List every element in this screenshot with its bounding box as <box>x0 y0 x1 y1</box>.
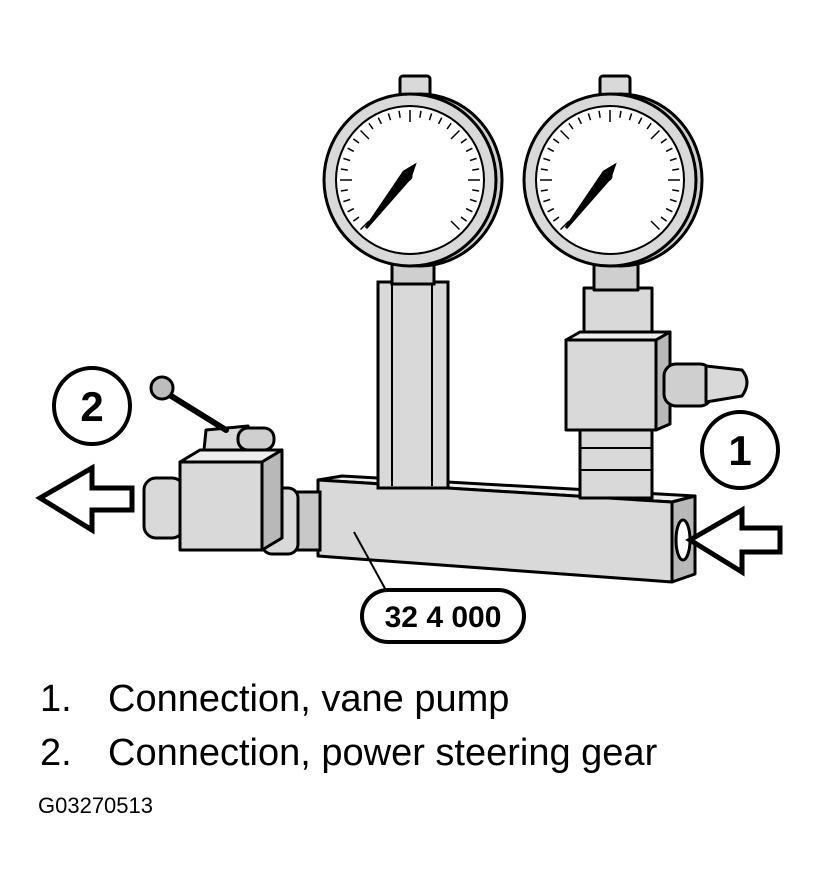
gauge-tick <box>359 220 370 231</box>
gauge-tick <box>559 129 570 140</box>
gauge-tick <box>343 157 351 162</box>
gauge-tick <box>628 113 633 121</box>
gauge-tick <box>552 138 560 144</box>
gauge-tick <box>469 198 477 203</box>
callout-2: 2 <box>52 366 132 446</box>
gauge-tick <box>552 216 560 222</box>
gauge-tick <box>450 220 461 231</box>
tool-number-label: 32 4 000 <box>385 601 502 634</box>
gauge-tick <box>540 189 548 192</box>
gauge-tick <box>543 157 551 162</box>
gauge-tick <box>665 147 673 153</box>
gauge-tick <box>469 157 477 162</box>
gauge-tick <box>340 189 348 192</box>
shutoff-valve <box>142 375 284 552</box>
legend-item: 1. Connection, vane pump <box>40 672 657 726</box>
inlet-arrow <box>685 505 783 577</box>
gauge-tick <box>577 117 583 125</box>
gauge-tick <box>540 168 548 171</box>
gauge-tick <box>450 129 461 140</box>
gauge-tick <box>472 168 480 171</box>
gauge-tick <box>465 147 473 153</box>
gauge-tick <box>650 220 661 231</box>
gauge-tick <box>660 138 668 144</box>
gauge-tick <box>368 122 374 130</box>
gauge-tick <box>598 110 601 118</box>
gauge-tick <box>352 138 360 144</box>
gauge-tick <box>377 117 383 125</box>
gauge-tick <box>472 189 480 192</box>
gauge-tick <box>669 157 677 162</box>
gauge-tick <box>650 129 661 140</box>
legend: 1. Connection, vane pump 2. Connection, … <box>40 672 657 780</box>
right-pressure-gauge <box>522 74 704 268</box>
gauge-tick <box>359 129 370 140</box>
gauge-tick <box>347 147 355 153</box>
gauge-tick <box>672 189 680 192</box>
gauge-tick <box>665 207 673 213</box>
figure-id: G03270513 <box>38 793 153 818</box>
gauge-tick <box>460 138 468 144</box>
gauge-tick <box>419 110 422 118</box>
callout-1-label: 1 <box>728 427 751 474</box>
gauge-tick <box>460 216 468 222</box>
gauge-tick <box>340 168 348 171</box>
legend-item-text: Connection, power steering gear <box>108 732 658 774</box>
gauge-tick <box>646 122 652 130</box>
gauge-tick <box>547 207 555 213</box>
tool-leader-line <box>353 531 389 595</box>
right-gauge-stem <box>564 248 749 500</box>
left-gauge-stem <box>376 248 450 490</box>
left-pressure-gauge <box>322 74 504 268</box>
outlet-arrow <box>35 463 135 535</box>
gauge-tick <box>428 113 433 121</box>
gauge-tick <box>559 220 570 231</box>
gauge-tick <box>669 198 677 203</box>
callout-1: 1 <box>700 410 780 490</box>
gauge-tick <box>352 216 360 222</box>
gauge-tick <box>672 168 680 171</box>
gauge-tick <box>437 117 443 125</box>
gauge-tick <box>619 110 622 118</box>
gauge-tick <box>343 198 351 203</box>
gauge-tick <box>543 198 551 203</box>
gauge-tick <box>637 117 643 125</box>
gauge-tick <box>347 207 355 213</box>
legend-item-number: 1. <box>40 678 72 720</box>
pressure-tester-diagram: 2 1 32 4 000 <box>35 74 783 644</box>
legend-item-text: Connection, vane pump <box>108 678 510 720</box>
tool-number-callout: 32 4 000 <box>360 588 526 644</box>
gauge-tick <box>547 147 555 153</box>
gauge-tick <box>660 216 668 222</box>
gauge-tick <box>398 110 401 118</box>
legend-item-number: 2. <box>40 732 72 774</box>
gauge-tick <box>568 122 574 130</box>
gauge-tick <box>465 207 473 213</box>
gauge-tick <box>387 113 392 121</box>
legend-item: 2. Connection, power steering gear <box>40 726 657 780</box>
gauge-tick <box>587 113 592 121</box>
callout-2-label: 2 <box>80 383 103 430</box>
gauge-tick <box>446 122 452 130</box>
